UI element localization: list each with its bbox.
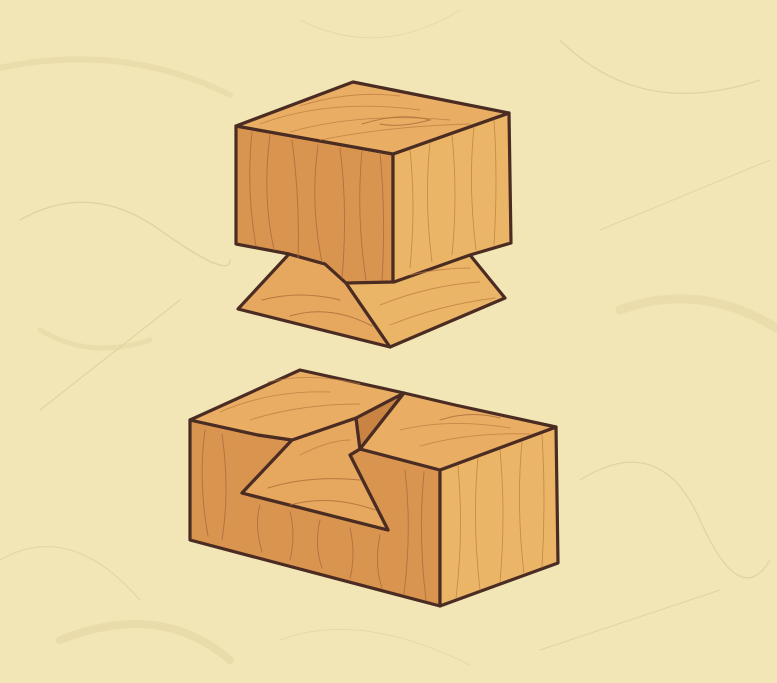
- tenon-top-face: [234, 80, 511, 156]
- tenon-front-grain: [249, 131, 385, 281]
- tenon-side-grain: [409, 119, 497, 269]
- mortise-top-grain: [219, 377, 531, 447]
- mortise-side-grain: [455, 434, 545, 599]
- tenon-top-grain: [259, 93, 471, 141]
- mortise-top-left: [188, 368, 406, 442]
- mortise-notch-grain: [267, 439, 376, 511]
- mortise-front-grain: [201, 429, 427, 601]
- mortise-block: [188, 368, 560, 608]
- tenon-block: [234, 80, 513, 349]
- tenon-tail-grain: [261, 267, 496, 327]
- paper-texture: [0, 9, 777, 666]
- mortise-top-right: [358, 391, 558, 472]
